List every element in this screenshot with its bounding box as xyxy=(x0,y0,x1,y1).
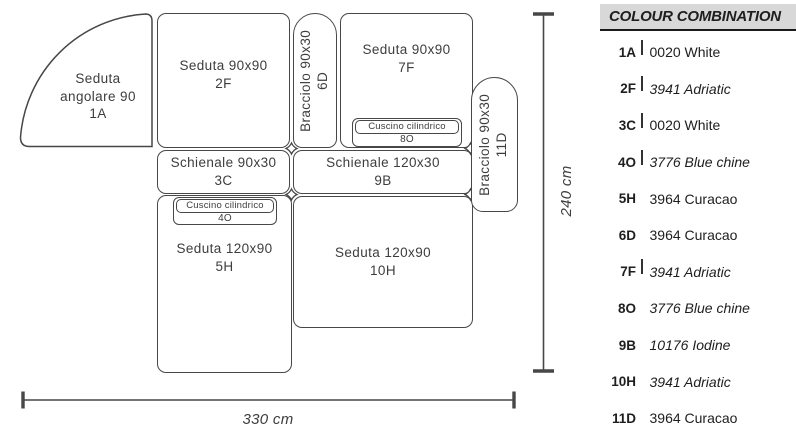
colour-row-3c: 3C 0020 White xyxy=(600,107,796,144)
colour-name: 3776 Blue chine xyxy=(649,300,750,317)
colour-row-11d: 11D 3964 Curacao xyxy=(600,400,796,437)
module-label: Seduta 90x90 xyxy=(362,41,451,57)
module-cuscino-8o: Cuscino cilindrico 8O xyxy=(352,118,462,147)
module-code: 10H xyxy=(370,263,396,278)
colour-name: 3941 Adriatic xyxy=(649,263,731,280)
tick-mark xyxy=(641,112,643,128)
colour-list: 1A 0020 White 2F 3941 Adriatic 3C 0020 W… xyxy=(600,34,796,437)
module-code: 5H xyxy=(215,259,234,274)
module-label: Cuscino cilindrico xyxy=(176,199,274,213)
colour-name: 3964 Curacao xyxy=(649,227,738,244)
module-schienale-3c: Schienale 90x30 3C xyxy=(157,150,290,194)
module-label: Cuscino cilindrico xyxy=(355,120,459,134)
module-code: 6D xyxy=(315,71,330,90)
colour-row-10h: 10H 3941 Adriatic xyxy=(600,363,796,400)
colour-row-5h: 5H 3964 Curacao xyxy=(600,180,796,217)
colour-name: 3941 Adriatic xyxy=(649,80,731,97)
module-cuscino-4o: Cuscino cilindrico 4O xyxy=(173,197,277,225)
width-dimension-line xyxy=(21,391,516,409)
module-label: Schienale 120x30 xyxy=(326,155,440,171)
module-seduta-2f: Seduta 90x90 2F xyxy=(157,13,290,148)
colour-row-7f: 7F 3941 Adriatic xyxy=(600,254,796,291)
height-dimension-label: 240 cm xyxy=(557,165,575,217)
module-code: 1A xyxy=(618,44,636,60)
module-seduta-10h: Seduta 120x90 10H xyxy=(293,196,473,328)
colour-row-1a: 1A 0020 White xyxy=(600,34,796,71)
module-code: 2F xyxy=(620,81,636,97)
module-code: 9B xyxy=(618,337,636,353)
module-code: 5H xyxy=(618,191,636,207)
module-label: Seduta 120x90 xyxy=(334,245,432,261)
colour-name: 3941 Adriatic xyxy=(649,373,731,390)
colour-combination-panel: COLOUR COMBINATION 1A 0020 White 2F 3941… xyxy=(600,4,796,437)
tick-mark xyxy=(641,149,643,165)
module-code: 8O xyxy=(400,134,414,145)
module-label: Bracciolo 90x30 xyxy=(298,29,314,132)
module-schienale-9b: Schienale 120x30 9B xyxy=(293,150,473,194)
module-code: 4O xyxy=(617,154,636,170)
module-code: 6D xyxy=(618,227,636,243)
module-label: Seduta 90x90 xyxy=(179,57,268,73)
tick-mark xyxy=(641,259,643,275)
module-bracciolo-6d: Bracciolo 90x30 6D xyxy=(293,13,337,148)
module-label: Seduta 120x90 xyxy=(176,241,273,257)
colour-row-4o: 4O 3776 Blue chine xyxy=(600,144,796,181)
module-label: Bracciolo 90x30 xyxy=(477,93,493,196)
module-code: 11D xyxy=(494,132,510,157)
module-code: 7F xyxy=(398,59,415,75)
colour-name: 0020 White xyxy=(649,117,721,134)
module-code: 11D xyxy=(611,410,636,426)
colour-row-6d: 6D 3964 Curacao xyxy=(600,217,796,254)
tick-mark xyxy=(641,39,643,55)
colour-name: 3964 Curacao xyxy=(649,410,738,427)
colour-row-2f: 2F 3941 Adriatic xyxy=(600,71,796,108)
tick-mark xyxy=(641,76,643,92)
module-code: 10H xyxy=(611,374,636,390)
colour-name: 3964 Curacao xyxy=(649,190,738,207)
colour-name: 3776 Blue chine xyxy=(649,154,750,171)
module-code: 7F xyxy=(620,264,636,280)
module-code: 2F xyxy=(215,75,232,91)
module-code: 4O xyxy=(218,213,232,224)
colour-name: 0020 White xyxy=(649,44,721,61)
panel-title: COLOUR COMBINATION xyxy=(600,4,796,31)
colour-row-8o: 8O 3776 Blue chine xyxy=(600,290,796,327)
colour-row-9b: 9B 10176 Iodine xyxy=(600,327,796,364)
module-code: 3C xyxy=(618,117,636,133)
module-seduta-angolare-1a: Seduta angolare 90 1A xyxy=(33,70,163,123)
module-bracciolo-11d: Bracciolo 90x30 11D xyxy=(471,77,518,212)
colour-name: 10176 Iodine xyxy=(649,337,731,354)
module-code: 9B xyxy=(374,173,392,188)
module-label: Seduta angolare 90 xyxy=(60,71,136,104)
module-code: 8O xyxy=(617,300,636,316)
module-label: Schienale 90x30 xyxy=(170,155,277,171)
module-code: 1A xyxy=(89,106,107,122)
module-code: 3C xyxy=(214,173,233,188)
width-dimension-label: 330 cm xyxy=(242,410,294,428)
